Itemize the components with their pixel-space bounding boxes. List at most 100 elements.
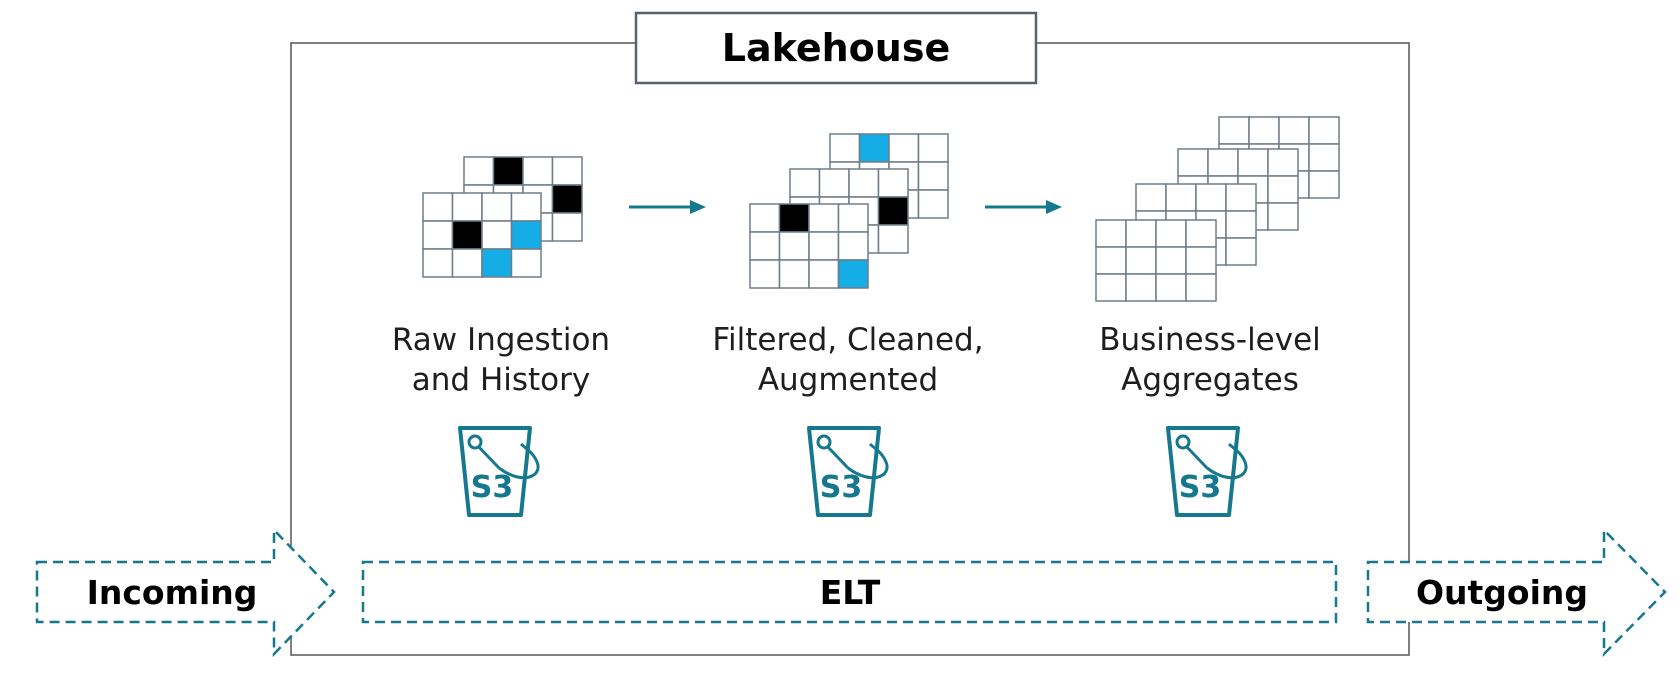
table-cell: [451, 248, 483, 278]
table-cell: [1155, 273, 1187, 302]
table-cell: [778, 259, 810, 289]
arrow-right-icon: [985, 200, 1062, 214]
table-cell: [778, 231, 810, 261]
table-cell: [481, 220, 513, 250]
table-cell: [510, 220, 542, 250]
table-cell: [1267, 148, 1299, 177]
table-cell: [1185, 246, 1217, 275]
table-cell: [1195, 183, 1227, 212]
table-cell: [877, 196, 909, 226]
table-cell: [749, 259, 781, 289]
s3-bucket-icon: S3: [807, 426, 889, 517]
table-cell: [1308, 143, 1340, 172]
s3-bucket-icon: S3: [458, 426, 540, 517]
table-cell: [837, 231, 869, 261]
stage-2-label-line1: Filtered, Cleaned,: [712, 322, 983, 358]
table-cell: [481, 192, 513, 222]
table-cell: [1177, 148, 1209, 177]
elt-label: ELT: [820, 573, 881, 612]
arrow-right-icon: [629, 200, 706, 214]
table-cell: [917, 161, 949, 191]
table-cell: [1278, 116, 1310, 145]
table-cell: [1165, 183, 1197, 212]
table-cell: [778, 203, 810, 233]
stage-1-label-line2: and History: [412, 362, 590, 398]
table-cell: [829, 133, 861, 163]
outgoing-label: Outgoing: [1416, 573, 1588, 612]
lakehouse-title-box: Lakehouse: [634, 11, 1038, 85]
incoming-label: Incoming: [87, 573, 258, 612]
table-cell: [1095, 246, 1127, 275]
table-cell: [818, 168, 850, 198]
table-cell: [422, 220, 454, 250]
table-cell: [789, 168, 821, 198]
table-cell: [551, 156, 583, 186]
table-cell: [1155, 246, 1187, 275]
table-cell: [1095, 273, 1127, 302]
table-cell: [1135, 183, 1167, 212]
table-cell: [1155, 219, 1187, 248]
table-cell: [1267, 202, 1299, 231]
stage-1-label-line1: Raw Ingestion: [392, 322, 610, 358]
s3-label: S3: [820, 470, 862, 505]
raw-tables-icon: [422, 156, 583, 278]
cleaned-tables-icon: [749, 133, 949, 289]
incoming-arrow: Incoming: [35, 526, 336, 658]
table-cell: [422, 248, 454, 278]
table-cell: [1125, 273, 1157, 302]
table-cell: [848, 168, 880, 198]
table-cell: [917, 133, 949, 163]
table-cell: [1125, 219, 1157, 248]
table-cell: [1185, 273, 1217, 302]
table-cell: [858, 133, 890, 163]
table-cell: [837, 259, 869, 289]
table-grid-icon: [1095, 219, 1217, 302]
table-cell: [451, 220, 483, 250]
table-cell: [1225, 183, 1257, 212]
s3-bucket-icon: S3: [1166, 426, 1248, 517]
table-cell: [808, 203, 840, 233]
table-cell: [1267, 175, 1299, 204]
table-cell: [877, 224, 909, 254]
table-cell: [492, 156, 524, 186]
elt-box: ELT: [361, 560, 1338, 624]
stage-3-label-line1: Business-level: [1099, 322, 1321, 358]
table-grid-icon: [422, 192, 542, 278]
s3-label: S3: [471, 470, 513, 505]
table-cell: [522, 156, 554, 186]
table-cell: [1237, 148, 1269, 177]
table-cell: [1225, 237, 1257, 266]
lakehouse-title: Lakehouse: [722, 26, 950, 70]
table-cell: [1308, 170, 1340, 199]
table-cell: [808, 259, 840, 289]
table-cell: [510, 248, 542, 278]
table-cell: [888, 133, 920, 163]
s3-label: S3: [1179, 470, 1221, 505]
stage-3-label-line2: Aggregates: [1121, 362, 1299, 398]
aggregate-tables-icon: [1095, 116, 1340, 302]
table-cell: [917, 189, 949, 219]
table-cell: [837, 203, 869, 233]
table-grid-icon: [749, 203, 869, 289]
table-cell: [463, 156, 495, 186]
table-cell: [749, 203, 781, 233]
table-cell: [1125, 246, 1157, 275]
table-cell: [422, 192, 454, 222]
table-cell: [877, 168, 909, 198]
table-cell: [1225, 210, 1257, 239]
table-cell: [451, 192, 483, 222]
table-cell: [1207, 148, 1239, 177]
table-cell: [1218, 116, 1250, 145]
table-cell: [749, 231, 781, 261]
table-cell: [1185, 219, 1217, 248]
outgoing-arrow: Outgoing: [1366, 526, 1667, 658]
table-cell: [481, 248, 513, 278]
table-cell: [1095, 219, 1127, 248]
table-cell: [808, 231, 840, 261]
table-cell: [1308, 116, 1340, 145]
table-cell: [510, 192, 542, 222]
stage-2-label-line2: Augmented: [758, 362, 938, 398]
table-cell: [551, 184, 583, 214]
table-cell: [1248, 116, 1280, 145]
